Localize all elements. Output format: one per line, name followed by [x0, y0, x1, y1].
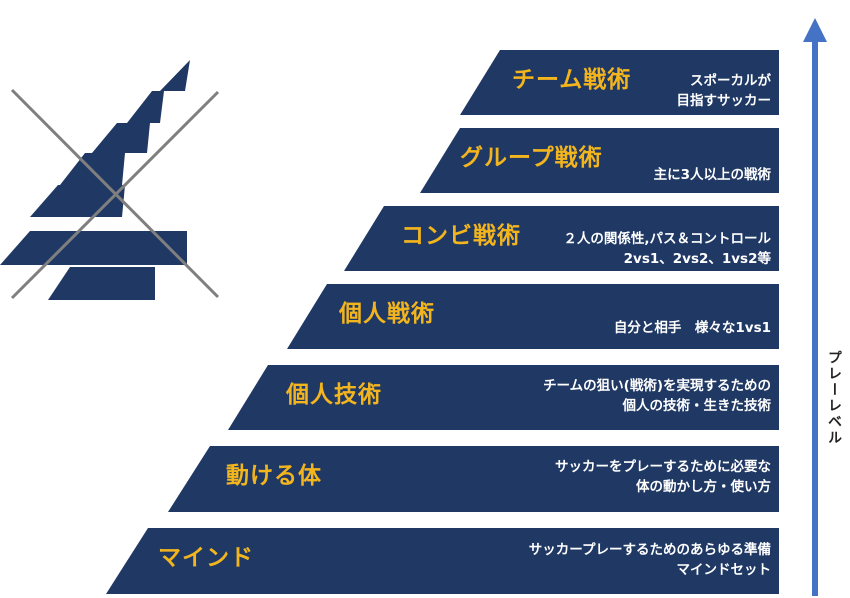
icon-stripe: [160, 60, 190, 91]
tier-description: サッカープレーするためのあらゆる準備マインドセット: [528, 542, 771, 578]
icon-stripe: [92, 123, 150, 153]
tier-description: チームの狙い(戦術)を実現するための個人の技術・生きた技術: [543, 378, 771, 414]
up-arrow-icon: [803, 18, 827, 596]
tier-individual-tactics: 個人戦術 自分と相手 様々な1vs1: [287, 284, 779, 349]
tier-mind: マインド サッカープレーするためのあらゆる準備マインドセット: [106, 528, 779, 594]
tier-group-tactics: グループ戦術 主に3人以上の戦術: [420, 128, 779, 193]
icon-stripe: [127, 91, 164, 123]
tier-background: [106, 528, 779, 594]
tier-background: [168, 446, 779, 512]
tier-description: サッカーをプレーするために必要な体の動かし方・使い方: [555, 459, 771, 495]
tier-title: 個人技術: [286, 382, 382, 408]
icon-stripe: [0, 231, 187, 265]
tier-title: チーム戦術: [512, 67, 632, 93]
tier-title: グループ戦術: [460, 145, 603, 171]
icon-stripe: [48, 267, 155, 300]
tier-individual-technique: 個人技術 チームの狙い(戦術)を実現するための個人の技術・生きた技術: [228, 365, 779, 430]
tier-description: 自分と相手 様々な1vs1: [613, 320, 771, 336]
tier-description: 主に3人以上の戦術: [653, 167, 771, 183]
tier-background: [287, 284, 779, 349]
crossed-inverted-pyramid-icon: [0, 60, 220, 300]
tier-title: マインド: [158, 545, 254, 571]
tier-title: コンビ戦術: [401, 223, 521, 249]
tier-movable-body: 動ける体 サッカーをプレーするために必要な体の動かし方・使い方: [168, 446, 779, 512]
tier-description: スポーカルが目指すサッカー: [676, 73, 772, 109]
axis-label: プレーレベル: [826, 350, 842, 446]
tier-background: [228, 365, 779, 430]
tier-background: [344, 206, 779, 271]
tier-background: [460, 50, 779, 115]
tier-team-tactics: チーム戦術 スポーカルが目指すサッカー: [460, 50, 779, 115]
tier-title: 動ける体: [226, 463, 322, 489]
cross-line: [10, 90, 220, 300]
tier-title: 個人戦術: [339, 301, 435, 327]
tier-background: [420, 128, 779, 193]
